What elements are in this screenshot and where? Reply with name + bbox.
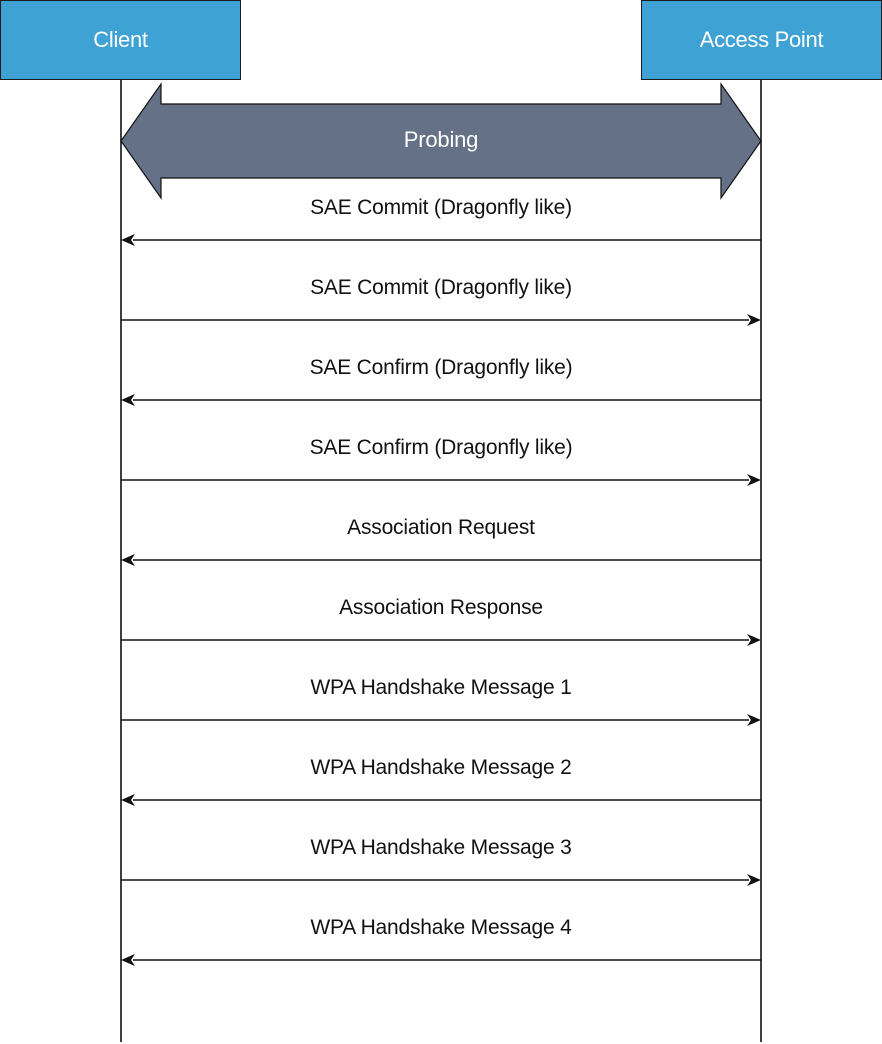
message-arrowhead bbox=[747, 314, 761, 326]
probing-double-arrow bbox=[120, 82, 762, 200]
message-label: SAE Confirm (Dragonfly like) bbox=[309, 436, 573, 459]
message-arrowhead bbox=[121, 234, 135, 246]
message-arrowhead bbox=[121, 794, 135, 806]
client-actor-label: Client bbox=[93, 27, 148, 52]
messages-layer bbox=[121, 234, 761, 966]
access-point-actor-label: Access Point bbox=[699, 27, 824, 52]
message-label: WPA Handshake Message 2 bbox=[310, 756, 572, 779]
message-label: SAE Confirm (Dragonfly like) bbox=[309, 356, 573, 379]
message-arrowhead bbox=[747, 714, 761, 726]
message-label: SAE Commit (Dragonfly like) bbox=[310, 196, 572, 219]
message-arrowhead bbox=[121, 954, 135, 966]
access-point-actor-box: Access Point bbox=[641, 0, 882, 80]
message-label: WPA Handshake Message 1 bbox=[310, 676, 572, 699]
message-label: WPA Handshake Message 4 bbox=[310, 916, 572, 939]
message-label: WPA Handshake Message 3 bbox=[310, 836, 572, 859]
message-label: Association Response bbox=[339, 596, 543, 619]
message-arrowhead bbox=[747, 634, 761, 646]
client-actor-box: Client bbox=[0, 0, 241, 80]
message-arrowhead bbox=[747, 474, 761, 486]
message-arrowhead bbox=[747, 874, 761, 886]
message-arrowhead bbox=[121, 394, 135, 406]
probing-label: Probing bbox=[403, 127, 479, 152]
message-label: SAE Commit (Dragonfly like) bbox=[310, 276, 572, 299]
message-arrowhead bbox=[121, 554, 135, 566]
message-label: Association Request bbox=[347, 516, 535, 539]
